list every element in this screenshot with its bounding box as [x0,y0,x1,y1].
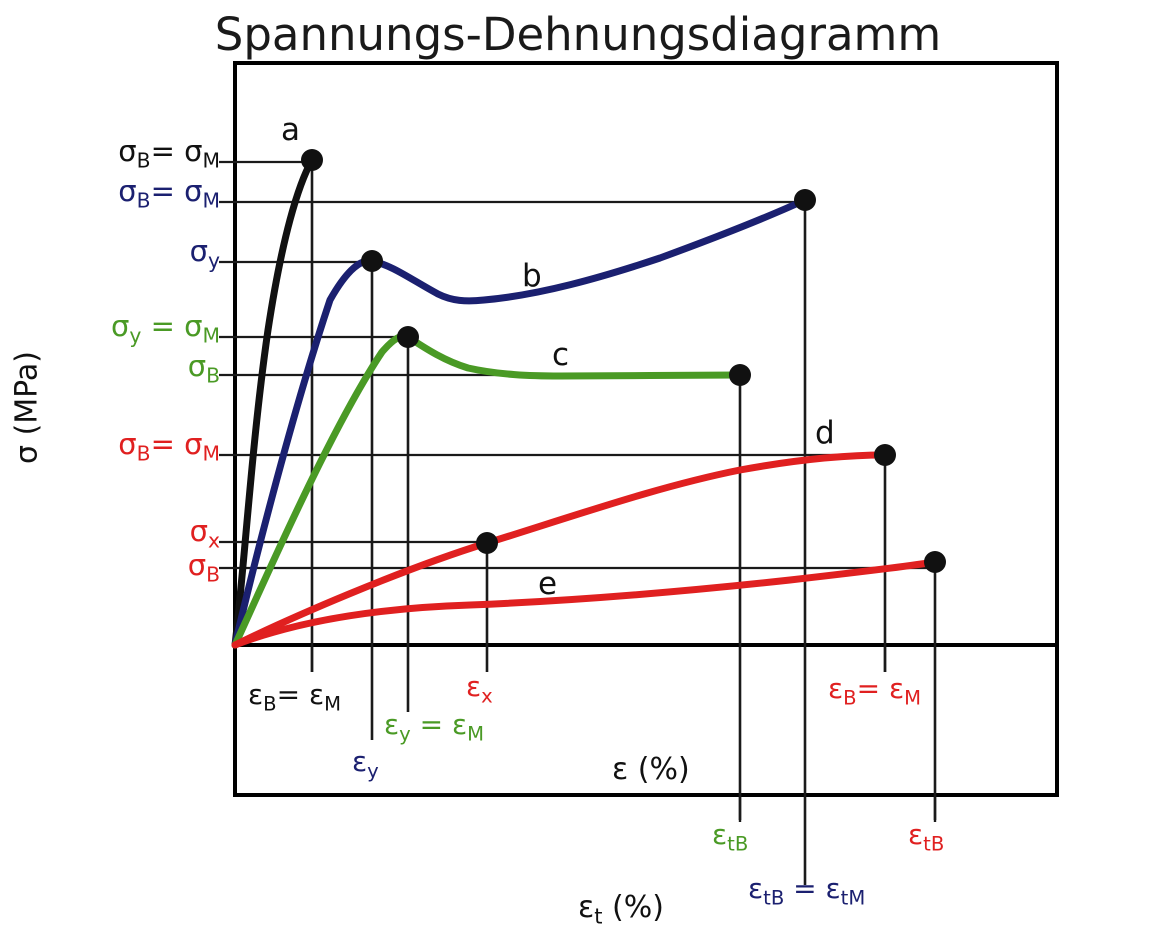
y-tick-text-2: σy [189,234,220,273]
curve-c [231,332,744,649]
y-tick-label-0: σB= σM [40,134,220,172]
marker-a-fracture [301,149,323,171]
data-point-markers [301,149,946,573]
xt-tick-label-1: εtB = εtM [748,872,865,909]
curve-label-c-text: c [552,337,570,373]
curve-e [231,558,939,649]
y-tick-label-7: σB [40,548,220,586]
page-title: Spannungs-Dehnungsdiagramm [214,8,942,61]
y-tick-text-0: σB= σM [118,134,220,173]
marker-c-fracture [729,364,751,386]
x-tick-label-1: εy [352,745,379,782]
vertical-droplines [310,160,937,885]
y-tick-label-1: σB= σM [40,174,220,212]
curve-label-a-text: a [281,112,300,148]
xt-tick-text-1: εtB = εtM [748,872,866,910]
curve-a [231,156,316,649]
marker-d-x [476,532,498,554]
lower-strain-box [233,643,1059,797]
xt-tick-label-2: εtB [908,818,944,855]
y-tick-text-5: σB= σM [118,427,220,466]
x-tick-label-3: εx [466,670,493,707]
xt-tick-label-0: εtB [712,818,748,855]
marker-b-yield [361,250,383,272]
x-tick-label-0: εB= εM [248,678,341,715]
x-tick-label-2: εy = εM [384,708,484,745]
horizontal-gridlines [219,160,935,570]
curve-label-e: e [538,566,557,602]
curve-d [231,451,889,649]
curve-label-d-text: d [815,415,835,451]
curve-label-d: d [815,415,835,451]
y-tick-text-6: σx [189,514,220,553]
x-tick-text-2: εy = εM [384,708,485,746]
marker-b-fracture [794,189,816,211]
xt-tick-text-2: εtB [908,818,945,856]
x-tick-text-1: εy [352,745,379,783]
axis-ticks [310,645,937,822]
y-tick-label-6: σx [40,514,220,552]
x-tick-text-4: εB= εM [828,672,921,710]
marker-d-fracture [874,444,896,466]
x-tick-text-0: εB= εM [248,678,341,716]
y-tick-text-4: σB [187,349,220,388]
y-tick-label-4: σB [40,349,220,387]
xt-tick-text-0: εtB [712,818,749,856]
x-tick-label-4: εB= εM [828,672,921,709]
curve-label-a: a [281,112,300,148]
curve-label-b: b [522,258,542,294]
y-tick-text-7: σB [187,548,220,587]
y-tick-label-5: σB= σM [40,427,220,465]
y-tick-label-2: σy [40,234,220,272]
x-axis-label: ε (%) [612,752,690,787]
curve-label-b-text: b [522,258,542,294]
marker-c-yield [397,326,419,348]
curve-label-e-text: e [538,566,558,602]
curve-b [231,196,809,649]
y-tick-text-3: σy = σM [110,309,220,348]
x-tick-text-3: εx [466,670,493,708]
curve-label-c: c [552,337,569,373]
y-tick-label-3: σy = σM [30,309,220,347]
total-strain-axis-label: εt (%) [578,890,664,929]
y-tick-text-1: σB= σM [118,174,220,213]
marker-e-fracture [924,551,946,573]
